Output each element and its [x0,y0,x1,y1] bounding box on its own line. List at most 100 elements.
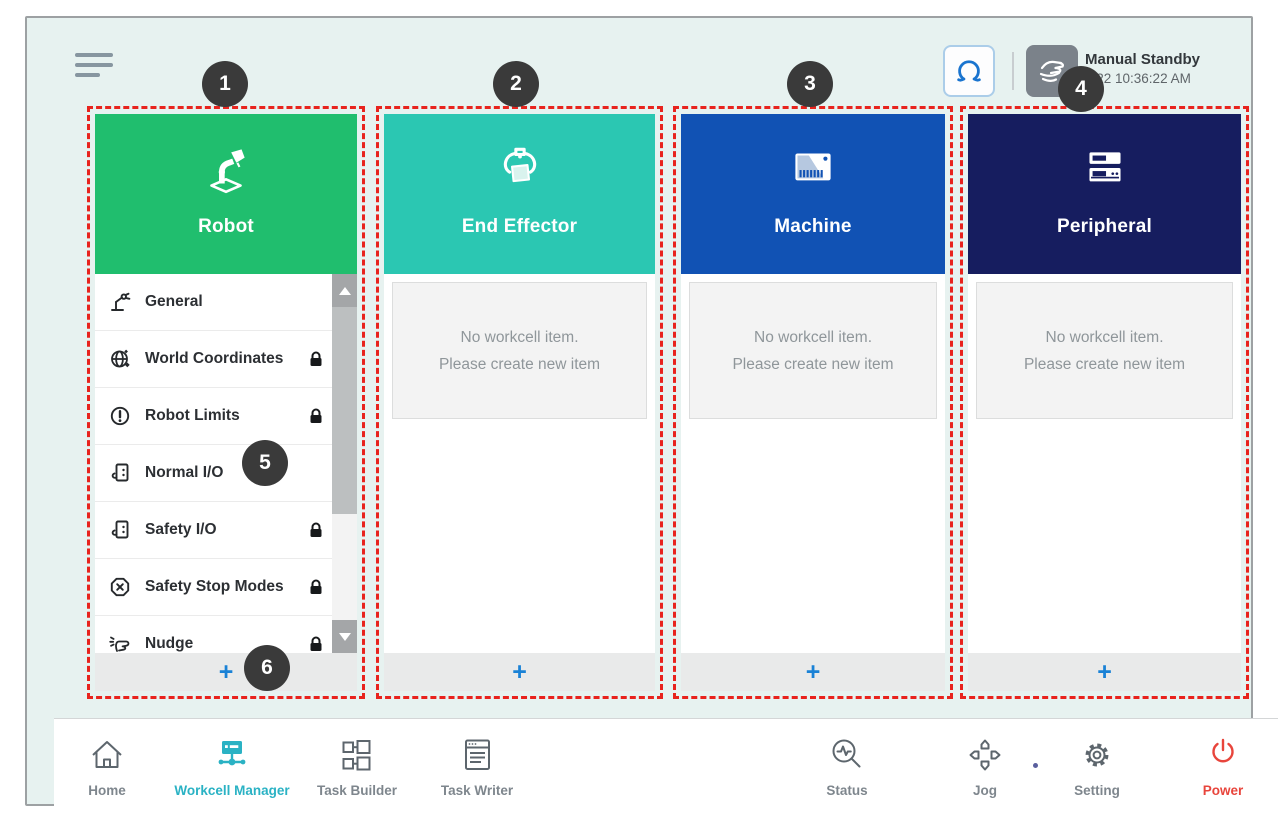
world-coordinates-icon [108,347,132,371]
plus-icon: + [1097,658,1112,686]
lock-icon [309,636,323,652]
nav-power-label: Power [1202,783,1244,798]
status-block: Manual Standby 2.22 10:36:22 AM [1085,51,1255,86]
jog-dpad-icon [966,733,1004,777]
status-icon [828,733,866,777]
end-effector-category-header[interactable]: End Effector [384,114,655,274]
nav-jog[interactable]: Jog [905,733,1065,798]
menu-item-label: Nudge [145,635,194,652]
machine-panel-icon [784,138,842,200]
menu-item-label: Normal I/O [145,464,224,481]
nav-setting[interactable]: Setting [1017,733,1177,798]
nav-setting-label: Setting [1074,783,1120,798]
robot-mode-label: Manual Standby [1085,51,1201,68]
empty-state: No workcell item. Please create new item [976,282,1233,419]
callout-3: 3 [787,61,833,107]
hand-icon [1035,54,1069,88]
empty-state-line2: Please create new item [732,355,894,373]
add-end-effector-item-button[interactable]: + [384,653,655,691]
topbar-divider [1012,52,1014,90]
add-peripheral-item-button[interactable]: + [968,653,1241,691]
menu-item-label: Safety I/O [145,521,217,538]
empty-state-line1: No workcell item. [460,328,579,346]
annotation-box-robot: Robot General [87,106,365,699]
menu-item-robot-limits[interactable]: Robot Limits [95,388,332,445]
robot-limits-icon [108,404,132,428]
robot-menu-list: General World Coo [95,274,332,653]
machine-category-title: Machine [774,216,852,237]
callout-5: 5 [242,440,288,486]
nav-jog-label: Jog [972,783,997,798]
normal-io-icon [108,461,132,485]
nav-workcell-manager[interactable]: Workcell Manager [152,733,312,798]
menu-item-normal-io[interactable]: Normal I/O [95,445,332,502]
add-machine-item-button[interactable]: + [681,653,945,691]
menu-item-label: Robot Limits [145,407,240,424]
hamburger-bar [75,73,100,77]
lock-icon [309,579,323,595]
add-robot-item-button[interactable]: + [95,653,357,691]
nav-home-label: Home [88,783,126,798]
safety-io-icon [108,518,132,542]
callout-2: 2 [493,61,539,107]
robot-category-title: Robot [198,216,254,237]
menu-scrollbar[interactable] [332,274,357,653]
menu-item-label: World Coordinates [145,350,284,367]
empty-state-line2: Please create new item [1023,355,1186,373]
robot-gripper-mode-button[interactable] [943,45,995,97]
menu-hamburger-icon[interactable] [75,53,115,79]
nav-task-builder-label: Task Builder [316,783,398,798]
nav-status[interactable]: Status [767,733,927,798]
end-effector-gripper-icon [491,138,549,200]
nudge-icon [108,632,132,653]
annotation-box-end-effector: End Effector No workcell item. Please cr… [376,106,663,699]
lock-icon [309,351,323,367]
app-frame: Manual Standby 2.22 10:36:22 AM Robot [25,16,1278,822]
nav-power[interactable]: Power [1143,733,1280,798]
lock-icon [309,522,323,538]
arrow-down-icon [338,632,351,641]
peripheral-category-header[interactable]: Peripheral [968,114,1241,274]
safety-stop-modes-icon [108,575,132,599]
menu-item-general[interactable]: General [95,274,332,331]
empty-state: No workcell item. Please create new item [689,282,937,419]
empty-state-line2: Please create new item [438,355,601,373]
scroll-up-button[interactable] [332,274,357,307]
separator-dot [1033,763,1038,768]
machine-category-header[interactable]: Machine [681,114,945,274]
scrollbar-thumb[interactable] [332,307,357,514]
home-icon [88,733,126,777]
nav-task-writer[interactable]: Task Writer [397,733,557,798]
task-writer-icon [458,733,496,777]
hamburger-bar [75,53,113,57]
plus-icon: + [218,658,234,686]
callout-1: 1 [202,61,248,107]
menu-item-world-coordinates[interactable]: World Coordinates [95,331,332,388]
menu-item-safety-stop-modes[interactable]: Safety Stop Modes [95,559,332,616]
bottom-navbar: Home Workcell Manager Tas [54,718,1278,822]
plus-icon: + [805,658,821,686]
menu-item-safety-io[interactable]: Safety I/O [95,502,332,559]
empty-state-line1: No workcell item. [754,328,872,346]
robot-arm-icon [197,138,255,200]
annotation-box-machine: Machine No workcell item. Please create … [673,106,953,699]
nav-home[interactable]: Home [27,733,187,798]
robot-category-header[interactable]: Robot [95,114,357,274]
nav-status-label: Status [826,783,868,798]
lock-icon [309,408,323,424]
end-effector-panel: No workcell item. Please create new item [384,274,655,653]
datetime-label: 2.22 10:36:22 AM [1085,71,1191,86]
scroll-down-button[interactable] [332,620,357,653]
nav-task-writer-label: Task Writer [440,783,514,798]
gear-icon [1078,733,1116,777]
menu-item-label: General [145,293,203,310]
nav-task-builder[interactable]: Task Builder [277,733,437,798]
peripheral-panel: No workcell item. Please create new item [968,274,1241,653]
robot-menu-panel: General World Coo [95,274,357,653]
menu-item-nudge[interactable]: Nudge [95,616,332,653]
arrow-up-icon [338,286,351,295]
task-builder-icon [338,733,376,777]
general-icon [108,290,132,314]
hamburger-bar [75,63,113,67]
empty-state-line1: No workcell item. [1045,328,1164,346]
